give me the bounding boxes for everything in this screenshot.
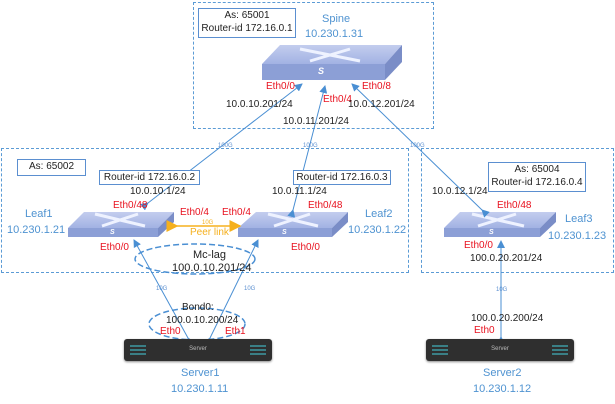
leaf1-glyph: S — [110, 229, 115, 236]
peer-link-speed: 10G — [202, 220, 214, 226]
leaf2-router-id-box: Router-id 172.16.0.3 — [293, 170, 391, 185]
leaf1-router-id-box: Router-id 172.16.0.2 — [99, 170, 200, 185]
server2-device[interactable]: Server — [426, 339, 574, 361]
leaf1-as-box: As: 65002 — [17, 159, 86, 176]
speed-label-server2: 10G — [496, 287, 508, 293]
server1-vent-icon — [250, 345, 266, 357]
server1-vent-icon — [130, 345, 146, 357]
leaf3-uplink-ip: 10.0.12.1/24 — [432, 186, 488, 197]
server1-mgmt-ip: 10.230.1.11 — [171, 383, 229, 395]
spine-as: As: 65001 — [224, 10, 270, 21]
server2-mgmt-ip: 10.230.1.12 — [473, 383, 532, 395]
server2-device-label: Server — [491, 346, 509, 352]
leaf3-router-id: Router-id 172.16.0.4 — [491, 177, 583, 188]
leaf2-down-port: Eth0/0 — [291, 242, 320, 253]
server1-device-label: Server — [189, 346, 207, 352]
leaf2-peer-port: Eth0/4 — [222, 207, 251, 218]
speed-label-leaf1: 100G — [218, 143, 233, 149]
leaf3-down-port: Eth0/0 — [464, 240, 493, 251]
speed-label-leaf2: 100G — [303, 143, 318, 149]
leaf2-glyph: S — [282, 229, 287, 236]
spine-port-eth0-4: Eth0/4 — [323, 94, 352, 105]
leaf3-down-ip: 100.0.20.201/24 — [470, 253, 543, 264]
link-spine-leaf2 — [287, 85, 328, 218]
server1-device[interactable]: Server — [124, 339, 272, 361]
leaf1-name: Leaf1 — [25, 208, 53, 220]
leaf3-info-box: As: 65004 Router-id 172.16.0.4 — [488, 162, 586, 192]
server1-bond: Bond0: — [182, 302, 214, 313]
peer-link-label: Peer link — [190, 227, 229, 238]
leaf2-switch-icon[interactable] — [238, 212, 348, 237]
server2-port-eth0: Eth0 — [474, 325, 495, 336]
spine-glyph: S — [318, 66, 325, 76]
speed-label-leaf3: 100G — [410, 143, 425, 149]
server1-port-eth1: Eth1 — [225, 326, 246, 337]
leaf3-mgmt-ip: 10.230.1.23 — [548, 230, 607, 242]
leaf2-uplink-ip: 10.0.11.1/24 — [272, 186, 327, 197]
server1-name: Server1 — [181, 367, 220, 379]
leaf3-glyph: S — [489, 229, 494, 236]
leaf2-router-id: Router-id 172.16.0.3 — [296, 172, 388, 183]
bond-ellipse — [148, 307, 246, 341]
spine-info-box: As: 65001 Router-id 172.16.0.1 — [198, 8, 296, 38]
leaf1-as: As: 65002 — [28, 161, 75, 172]
link-leaf1-server1 — [133, 239, 195, 347]
leaf1-uplink-port: Eth0/48 — [113, 200, 148, 211]
leaf3-as: As: 65004 — [514, 164, 560, 175]
leaf1-mgmt-ip: 10.230.1.21 — [7, 224, 66, 236]
spine-port-eth0-0: Eth0/0 — [266, 81, 295, 92]
leaf1-uplink-ip: 10.0.10.1/24 — [130, 186, 186, 197]
mclag-label: Mc-lag — [193, 249, 227, 261]
leaf3-switch-icon[interactable] — [444, 212, 556, 237]
server2-name: Server2 — [483, 367, 522, 379]
spine-router-id: Router-id 172.16.0.1 — [201, 23, 293, 34]
mclag-ip: 100.0.10.201/24 — [172, 262, 252, 274]
spine-ip-3: 10.0.12.201/24 — [348, 99, 415, 110]
spine-ip-2: 10.0.11.201/24 — [283, 116, 349, 127]
server1-port-eth0: Eth0 — [160, 326, 181, 337]
leaf3-uplink-port: Eth0/48 — [497, 200, 532, 211]
server2-ip: 100.0.20.200/24 — [471, 313, 544, 324]
link-leaf2-server1 — [203, 239, 259, 347]
spine-switch-icon[interactable] — [262, 45, 402, 80]
leaf1-peer-port: Eth0/4 — [180, 207, 209, 218]
spine-name: Spine — [322, 13, 351, 25]
mclag-ellipse — [134, 243, 256, 275]
leaf2-uplink-port: Eth0/48 — [308, 200, 343, 211]
server1-bond-ip: 100.0.10.200/24 — [166, 315, 239, 326]
spine-ip-1: 10.0.10.201/24 — [226, 99, 293, 110]
speed-label-server1-b: 10G — [244, 286, 256, 292]
leaf1-switch-icon[interactable] — [68, 212, 174, 237]
leaf2-mgmt-ip: 10.230.1.22 — [348, 224, 407, 236]
spine-mgmt-ip: 10.230.1.31 — [305, 28, 364, 40]
leaf3-name: Leaf3 — [565, 213, 593, 225]
leaf1-router-id: Router-id 172.16.0.2 — [103, 172, 196, 183]
leaf1-down-port: Eth0/0 — [100, 242, 129, 253]
server2-vent-icon — [432, 345, 448, 357]
server2-vent-icon — [552, 345, 568, 357]
link-spine-leaf3 — [351, 83, 490, 218]
spine-port-eth0-8: Eth0/8 — [362, 81, 391, 92]
speed-label-server1-a: 10G — [156, 286, 168, 292]
leaf2-name: Leaf2 — [365, 208, 393, 220]
